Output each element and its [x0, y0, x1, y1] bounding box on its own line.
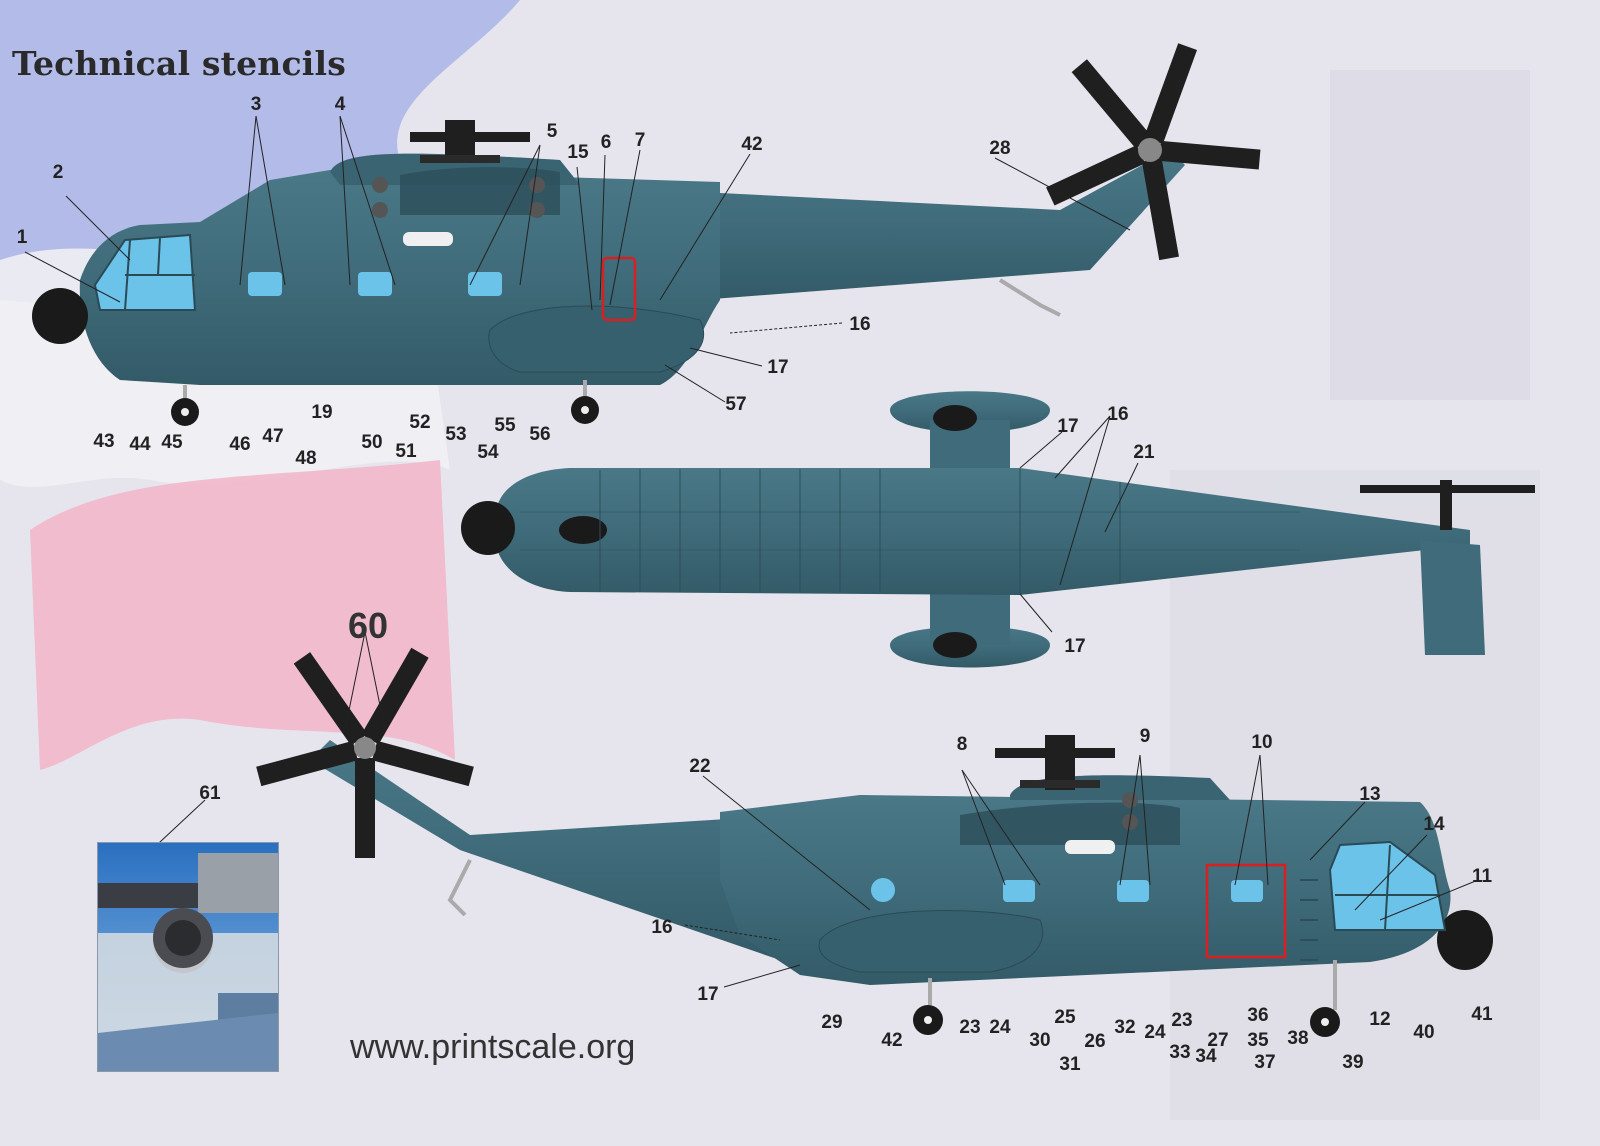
callout-side-right-25: 25	[1054, 1007, 1076, 1028]
callout-side-right-14: 14	[1423, 814, 1445, 835]
callout-side-right-12: 12	[1369, 1009, 1390, 1030]
callout-side-right-39: 39	[1342, 1052, 1363, 1073]
callout-side-left-52: 52	[409, 412, 430, 433]
callout-top-21: 21	[1133, 442, 1155, 463]
callout-side-left-15: 15	[567, 142, 589, 163]
callout-side-right-33: 33	[1169, 1042, 1190, 1063]
callout-top-16: 16	[1107, 404, 1128, 425]
callout-side-left-5: 5	[547, 121, 558, 142]
callout-side-left-19: 19	[311, 402, 332, 423]
callout-side-right-9: 9	[1140, 726, 1151, 747]
callout-side-left-16: 16	[849, 314, 870, 335]
callout-side-right-29: 29	[821, 1012, 842, 1033]
callout-side-right-27: 27	[1207, 1030, 1228, 1051]
callout-top-17: 17	[1064, 636, 1085, 657]
callout-side-left-3: 3	[251, 94, 262, 115]
callout-side-left-50: 50	[361, 432, 382, 453]
callout-side-right-41: 41	[1471, 1004, 1493, 1025]
callout-side-right-31: 31	[1059, 1054, 1081, 1075]
callout-side-right-36: 36	[1247, 1005, 1268, 1026]
callout-side-right-40: 40	[1413, 1022, 1434, 1043]
callout-side-right-38: 38	[1287, 1028, 1308, 1049]
callout-leaders-top	[1019, 415, 1139, 633]
reference-photo	[97, 842, 279, 1072]
page-title: Technical stencils	[12, 44, 347, 83]
callout-side-left-17: 17	[767, 357, 788, 378]
callout-side-right-35: 35	[1247, 1030, 1269, 1051]
callout-side-left-55: 55	[494, 415, 516, 436]
callout-side-right-22: 22	[689, 756, 710, 777]
callout-side-left-56: 56	[529, 424, 550, 445]
callout-leaders-left	[24, 115, 1131, 403]
callout-side-right-11: 11	[1472, 866, 1493, 887]
callout-side-left-57: 57	[725, 394, 746, 415]
callout-side-left-46: 46	[229, 434, 250, 455]
callout-side-left-53: 53	[445, 424, 466, 445]
callout-side-left-43: 43	[93, 431, 114, 452]
callout-side-right-24: 24	[989, 1017, 1011, 1038]
website-url: www.printscale.org	[350, 1028, 636, 1066]
callout-side-left-2: 2	[53, 162, 64, 183]
helicopter-side-view-left	[32, 43, 1261, 426]
helicopter-side-view-right	[256, 647, 1493, 1037]
callout-side-left-6: 6	[601, 132, 612, 153]
callout-side-left-44: 44	[129, 434, 151, 455]
callout-top-17: 17	[1057, 416, 1078, 437]
callout-side-right-23: 23	[959, 1017, 980, 1038]
callout-side-right-10: 10	[1251, 732, 1272, 753]
callout-side-right-8: 8	[957, 734, 968, 755]
callout-side-right-30: 30	[1029, 1030, 1050, 1051]
callout-leaders-right	[129, 631, 1479, 988]
callout-side-left-28: 28	[989, 138, 1010, 159]
callout-side-left-7: 7	[635, 130, 646, 151]
callout-side-right-60: 60	[348, 605, 388, 646]
callout-side-right-26: 26	[1084, 1031, 1105, 1052]
callout-side-right-37: 37	[1254, 1052, 1275, 1073]
callout-side-right-34: 34	[1195, 1046, 1217, 1067]
helicopter-top-view	[461, 391, 1535, 668]
callout-side-left-47: 47	[262, 426, 283, 447]
callout-side-left-45: 45	[161, 432, 183, 453]
callout-side-right-32: 32	[1114, 1017, 1135, 1038]
callout-side-right-42: 42	[881, 1030, 902, 1051]
callout-side-right-24: 24	[1144, 1022, 1166, 1043]
callout-side-left-51: 51	[395, 441, 417, 462]
callout-side-right-13: 13	[1359, 784, 1380, 805]
callout-side-right-17: 17	[697, 984, 718, 1005]
callout-side-right-16: 16	[651, 917, 672, 938]
callout-side-left-48: 48	[295, 448, 316, 469]
callout-side-right-23: 23	[1171, 1010, 1192, 1031]
callout-side-left-4: 4	[335, 94, 346, 115]
callout-side-left-42: 42	[741, 134, 762, 155]
callout-side-right-61: 61	[199, 783, 221, 804]
callout-side-left-1: 1	[17, 227, 28, 248]
callout-side-left-54: 54	[477, 442, 499, 463]
